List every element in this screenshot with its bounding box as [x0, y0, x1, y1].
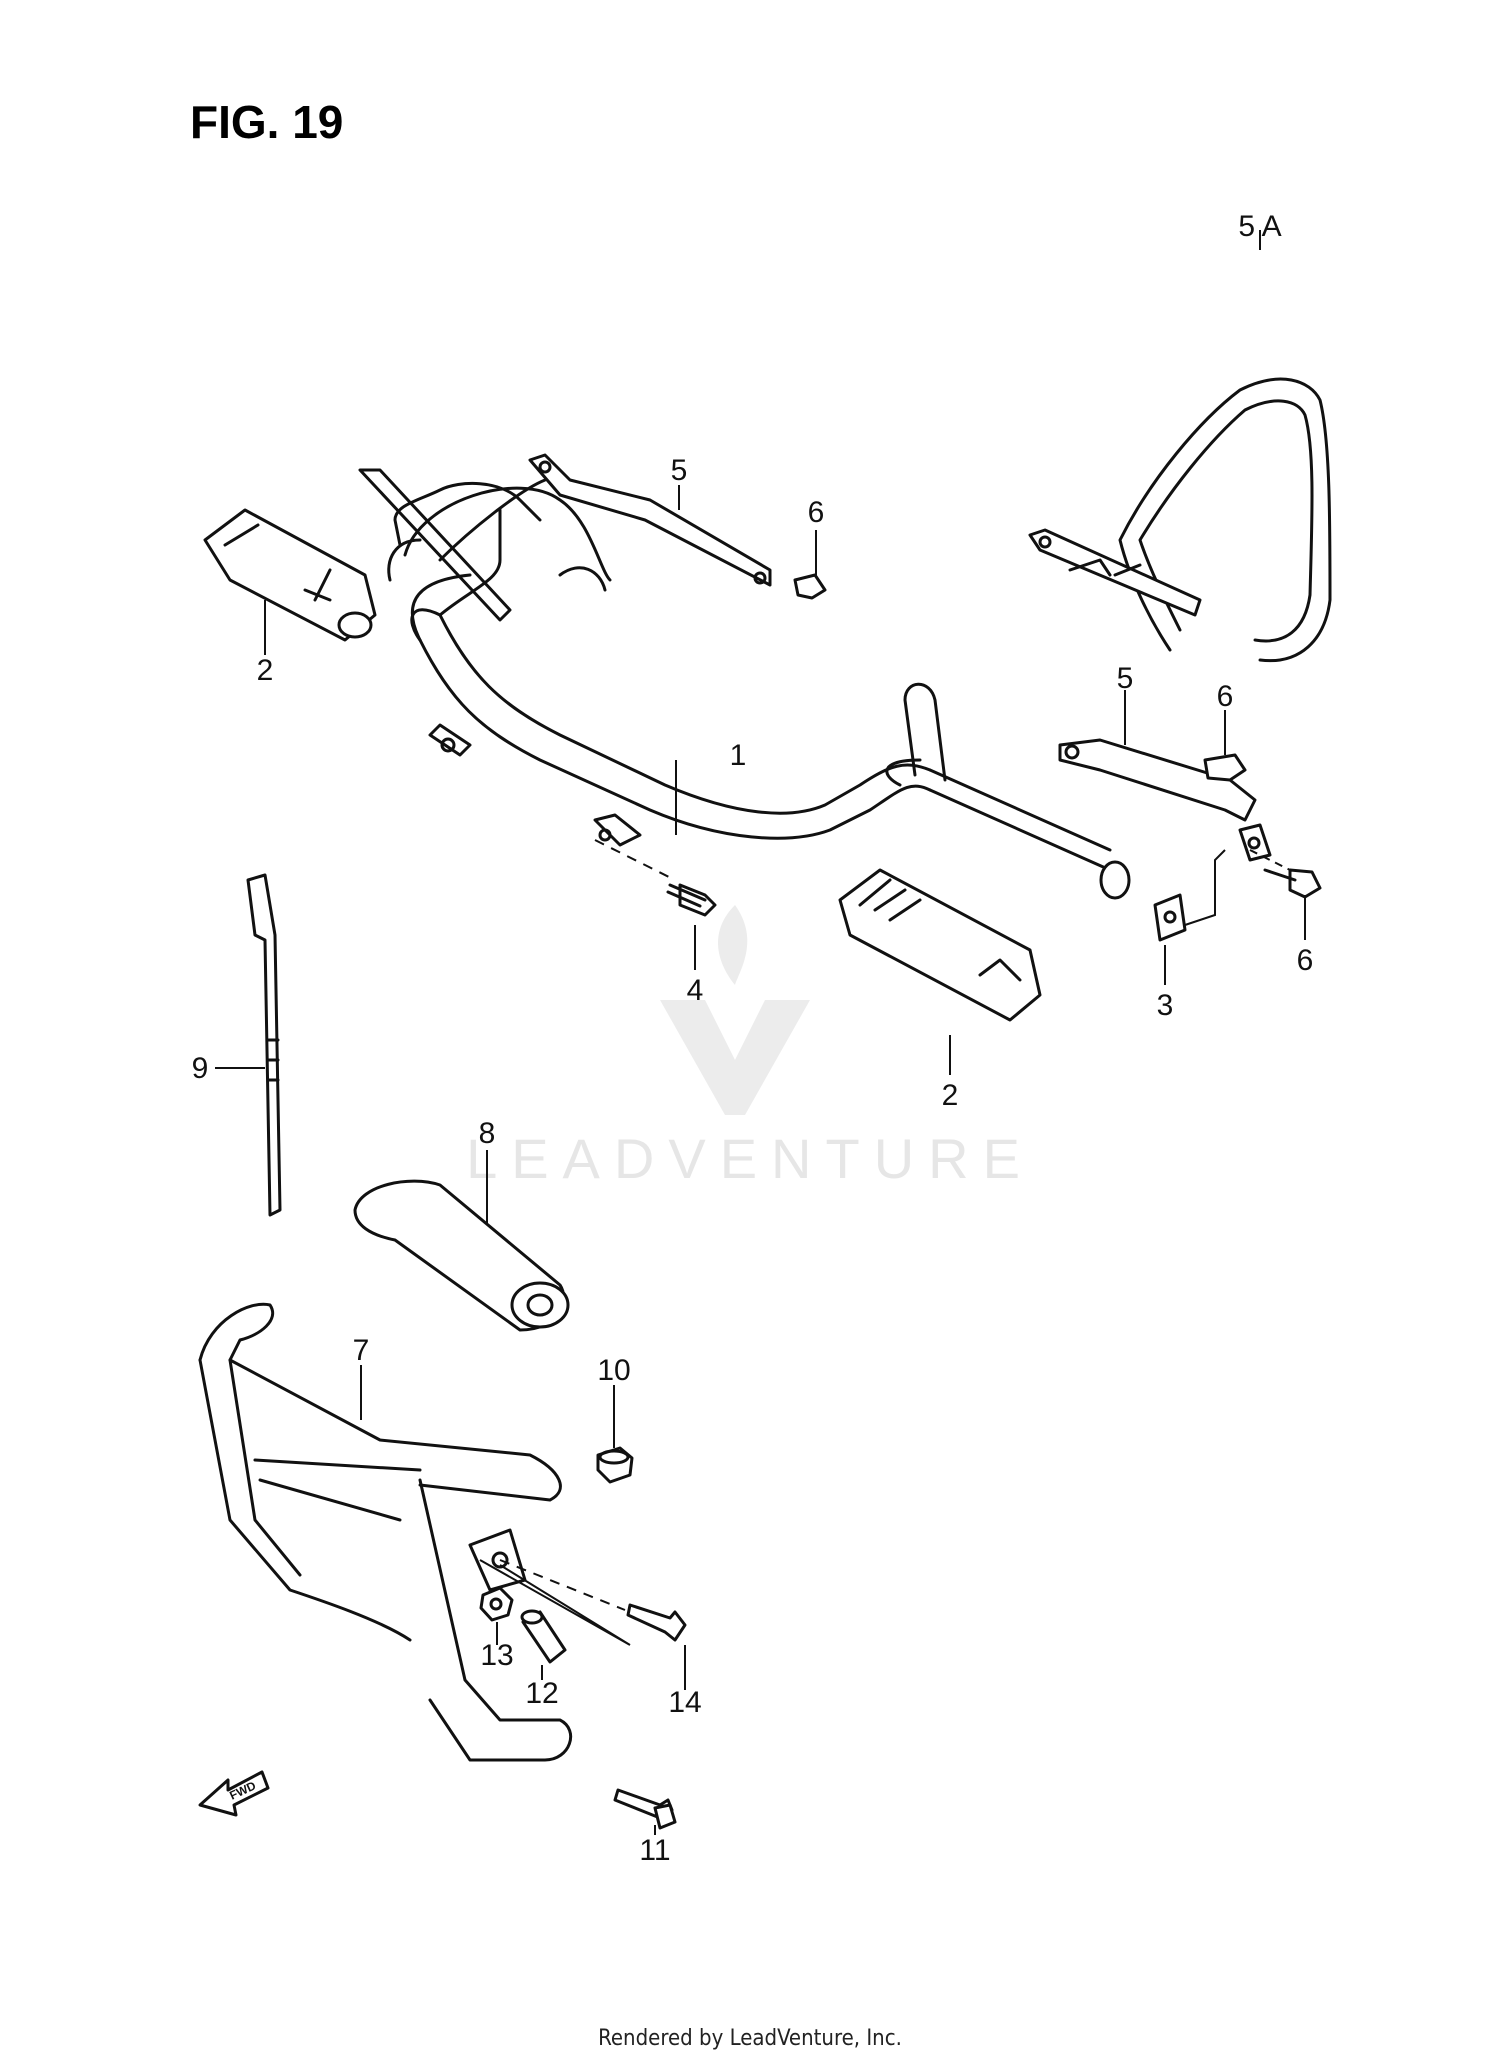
callout-labels: 2 5 6 5 A 5 6 1 4 3 6 2 9 8 7 10 13 12 1…: [192, 210, 1314, 1867]
leadventure-watermark: LEADVENTURE: [466, 905, 1034, 1190]
part-3-bracket[interactable]: [1153, 849, 1226, 942]
part-4-bolt[interactable]: [666, 883, 717, 917]
part-1-main-frame[interactable]: [358, 468, 1131, 900]
callout-10: 10: [597, 1354, 630, 1387]
callout-4: 4: [687, 974, 704, 1007]
callout-9: 9: [192, 1052, 209, 1085]
part-13-nut[interactable]: [479, 1586, 514, 1622]
footer-credit: Rendered by LeadVenture, Inc.: [598, 2026, 902, 2051]
figure-title: FIG. 19: [190, 96, 343, 148]
callout-5A: 5 A: [1238, 210, 1281, 243]
callout-1: 1: [730, 739, 747, 772]
part-11-bolt[interactable]: [613, 1788, 677, 1830]
part-5A-grab-bar[interactable]: [1028, 377, 1332, 663]
callout-5: 5: [1117, 662, 1134, 695]
part-6-bolt-b[interactable]: [1203, 753, 1247, 782]
callout-13: 13: [480, 1639, 513, 1672]
callout-3: 3: [1157, 989, 1174, 1022]
callout-2: 2: [942, 1079, 959, 1112]
part-14-bolt[interactable]: [626, 1603, 687, 1642]
part-8-sleeve[interactable]: [353, 1179, 570, 1332]
part-5-bracket-right[interactable]: [1058, 738, 1272, 862]
part-12-spacer[interactable]: [520, 1609, 567, 1664]
callout-6: 6: [1297, 944, 1314, 977]
part-6-bolt-c[interactable]: [1263, 868, 1322, 899]
part-10-grommet[interactable]: [596, 1446, 634, 1484]
callout-5: 5: [671, 454, 688, 487]
part-9-cable-tie[interactable]: [246, 873, 282, 1217]
callout-7: 7: [353, 1334, 370, 1367]
callout-11: 11: [639, 1834, 670, 1867]
leader-lines: [215, 230, 1306, 1835]
part-7-front-guard[interactable]: [198, 1302, 573, 1762]
callout-2: 2: [257, 654, 274, 687]
part-2-footrest-pad-right[interactable]: [838, 868, 1042, 1022]
callout-6: 6: [808, 496, 825, 529]
callout-14: 14: [668, 1686, 701, 1719]
watermark-brand: LEADVENTURE: [466, 1127, 1034, 1190]
part-5-bracket-upper[interactable]: [528, 453, 772, 587]
callout-8: 8: [479, 1117, 496, 1150]
callout-6: 6: [1217, 680, 1234, 713]
part-2-footrest-pad-left[interactable]: [203, 508, 377, 642]
part-6-bolt-a[interactable]: [793, 573, 827, 600]
forward-direction-arrow-icon: FWD: [198, 1770, 270, 1817]
assembly-lines: [479, 839, 1291, 1646]
callout-12: 12: [525, 1677, 558, 1710]
